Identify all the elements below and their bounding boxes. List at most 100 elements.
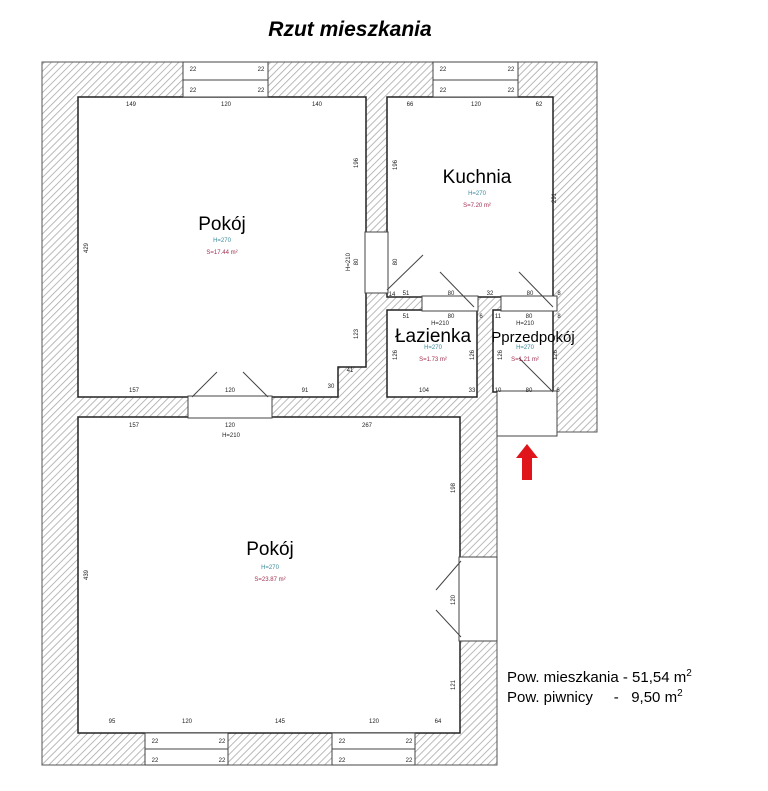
- room-name: Łazienka: [395, 326, 471, 347]
- room-height: H=270: [516, 345, 535, 351]
- svg-text:439: 439: [84, 569, 90, 580]
- door-height: H=210: [431, 321, 450, 327]
- svg-text:22: 22: [219, 758, 226, 764]
- svg-text:41: 41: [347, 368, 354, 374]
- svg-text:66: 66: [407, 102, 414, 108]
- svg-text:157: 157: [129, 423, 140, 429]
- svg-text:126: 126: [393, 349, 399, 360]
- svg-text:62: 62: [536, 102, 543, 108]
- svg-text:22: 22: [508, 67, 515, 73]
- svg-text:32: 32: [487, 291, 494, 297]
- cellar-area-text: Pow. piwnicy - 9,50 m: [507, 689, 678, 706]
- svg-text:80: 80: [527, 291, 534, 297]
- room-lazienka: [386, 309, 478, 398]
- svg-text:120: 120: [451, 594, 457, 605]
- flat-area-legend: Pow. mieszkania - 51,54 m2: [507, 668, 692, 686]
- room-area: S=17.44 m²: [206, 250, 237, 256]
- svg-text:120: 120: [221, 102, 232, 108]
- svg-text:120: 120: [471, 102, 482, 108]
- svg-text:121: 121: [451, 679, 457, 690]
- svg-text:64: 64: [435, 719, 442, 725]
- svg-text:22: 22: [406, 758, 413, 764]
- svg-text:196: 196: [393, 159, 399, 170]
- svg-text:120: 120: [369, 719, 380, 725]
- svg-text:22: 22: [339, 739, 346, 745]
- room-pokoj-2: [77, 416, 461, 734]
- door-opening: [458, 556, 498, 642]
- svg-text:22: 22: [190, 88, 197, 94]
- svg-text:196: 196: [354, 157, 360, 168]
- svg-text:126: 126: [498, 349, 504, 360]
- svg-text:95: 95: [109, 719, 116, 725]
- svg-text:126: 126: [553, 349, 559, 360]
- room-height: H=270: [261, 565, 280, 571]
- room-height: H=270: [424, 345, 443, 351]
- svg-text:120: 120: [225, 388, 236, 394]
- svg-text:22: 22: [406, 739, 413, 745]
- svg-text:22: 22: [440, 88, 447, 94]
- svg-text:33: 33: [469, 388, 476, 394]
- svg-text:22: 22: [508, 88, 515, 94]
- svg-text:157: 157: [129, 388, 140, 394]
- door-opening: [364, 231, 389, 294]
- svg-text:145: 145: [275, 719, 286, 725]
- svg-text:80: 80: [526, 388, 533, 394]
- room-height: H=270: [468, 191, 487, 197]
- svg-text:8: 8: [557, 291, 561, 297]
- svg-text:80: 80: [526, 314, 533, 320]
- room-height: H=270: [213, 238, 232, 244]
- door-opening: [421, 295, 479, 312]
- cellar-area-legend: Pow. piwnicy - 9,50 m2: [507, 688, 683, 706]
- room-name: Pprzedpokój: [491, 329, 574, 346]
- door-opening: [500, 295, 558, 312]
- room-name: Pokój: [246, 539, 294, 560]
- entrance-arrow-icon: [516, 444, 538, 480]
- svg-text:267: 267: [362, 423, 373, 429]
- svg-text:80: 80: [354, 258, 360, 265]
- room-name: Pokój: [198, 214, 246, 235]
- svg-text:126: 126: [470, 349, 476, 360]
- svg-text:22: 22: [258, 88, 265, 94]
- svg-text:120: 120: [225, 423, 236, 429]
- svg-text:22: 22: [440, 67, 447, 73]
- svg-text:80: 80: [448, 291, 455, 297]
- svg-text:30: 30: [328, 384, 335, 390]
- svg-text:11: 11: [495, 314, 502, 320]
- svg-text:198: 198: [451, 482, 457, 493]
- room-pokoj-1: [77, 96, 367, 398]
- svg-text:22: 22: [219, 739, 226, 745]
- svg-text:104: 104: [419, 388, 430, 394]
- room-name: Kuchnia: [443, 167, 512, 188]
- svg-text:429: 429: [84, 242, 90, 253]
- svg-text:22: 22: [258, 67, 265, 73]
- svg-text:291: 291: [552, 192, 558, 203]
- plan-title: Rzut mieszkania: [268, 18, 432, 41]
- svg-text:120: 120: [182, 719, 193, 725]
- svg-text:6: 6: [556, 388, 560, 394]
- room-area: S=23.87 m²: [254, 577, 285, 583]
- svg-text:51: 51: [403, 314, 410, 320]
- room-area: S=1.73 m²: [419, 357, 447, 363]
- entrance-passage: [496, 390, 558, 437]
- room-kuchnia: [386, 96, 554, 298]
- door-height: H=210: [222, 433, 241, 439]
- svg-text:22: 22: [152, 758, 159, 764]
- svg-text:123: 123: [354, 328, 360, 339]
- svg-text:22: 22: [152, 739, 159, 745]
- flat-area-text: Pow. mieszkania - 51,54 m: [507, 669, 687, 686]
- door-height: H=210: [346, 252, 352, 271]
- svg-text:149: 149: [126, 102, 137, 108]
- svg-text:140: 140: [312, 102, 323, 108]
- svg-text:22: 22: [339, 758, 346, 764]
- superscript: 2: [686, 668, 692, 679]
- svg-text:80: 80: [448, 314, 455, 320]
- room-area: S=1.21 m²: [511, 357, 539, 363]
- svg-text:22: 22: [190, 67, 197, 73]
- svg-text:14: 14: [389, 292, 396, 298]
- room-area: S=7.20 m²: [463, 203, 491, 209]
- superscript: 2: [677, 688, 683, 699]
- room-przedpokoj: [492, 309, 554, 393]
